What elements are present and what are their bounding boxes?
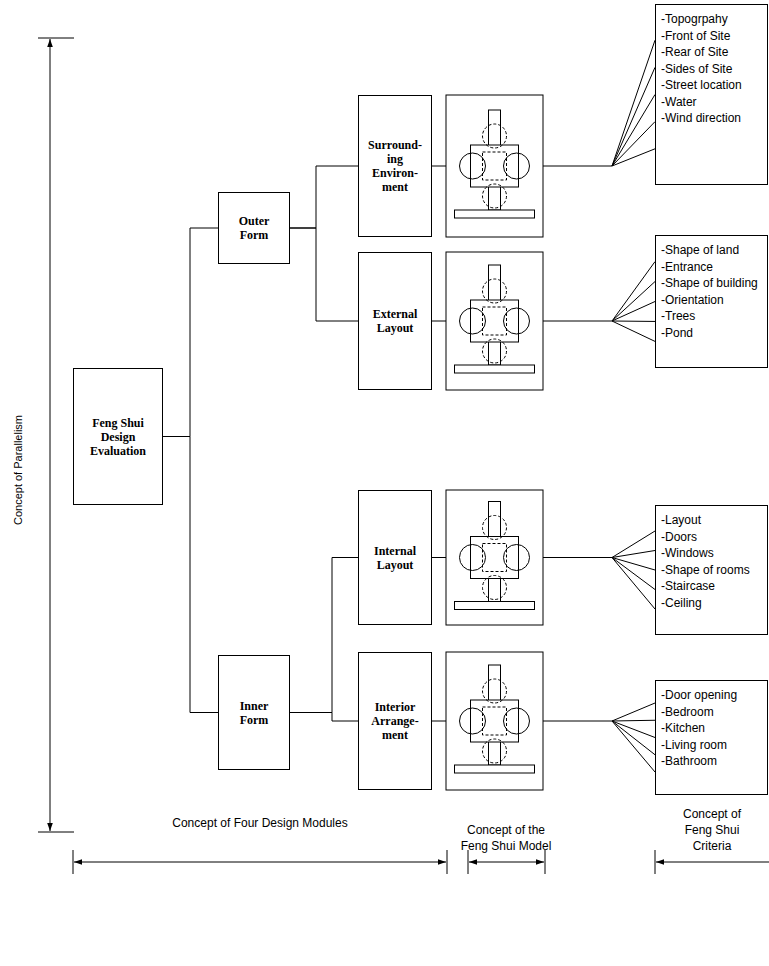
fan-line: [612, 531, 655, 558]
criteria-item: -Ceiling: [661, 595, 705, 612]
dimension-arrow: [469, 862, 544, 863]
connector: [163, 228, 218, 437]
fan-line: [612, 67, 655, 166]
box-label: Outer Form: [226, 214, 282, 242]
connector: [163, 437, 218, 713]
dimension-tick: [545, 850, 546, 874]
connector: [290, 228, 358, 321]
criteria-item: -Topogrpahy: [661, 11, 731, 28]
model-box: [446, 95, 543, 237]
criteria-item: -Bedroom: [661, 704, 717, 721]
criteria-item: -Water: [661, 94, 700, 111]
dimension-tick: [468, 850, 469, 874]
criteria-box: -Door opening-Bedroom-Kitchen-Living roo…: [655, 680, 768, 795]
fan-line: [612, 720, 655, 722]
model-box: [446, 252, 543, 390]
criteria-item: -Shape of rooms: [661, 562, 750, 579]
axis-label: Concept of Parallelism: [10, 370, 26, 570]
form-box: Inner Form: [218, 655, 290, 770]
fan-line: [612, 721, 655, 772]
criteria-item: -Street location: [661, 77, 742, 94]
fan-line: [612, 122, 655, 166]
dimension-tick: [73, 850, 74, 874]
box-label: Feng Shui Design Evaluation: [85, 416, 151, 458]
dimension-label: Concept of Four Design Modules: [110, 815, 410, 831]
fan-line: [612, 321, 655, 341]
fan-line: [612, 558, 655, 610]
dimension-label: Concept of Feng Shui Criteria: [672, 806, 752, 854]
box-label: External Layout: [364, 307, 426, 335]
form-box: Outer Form: [218, 192, 290, 264]
criteria-item: -Entrance: [661, 259, 716, 276]
criteria-item: -Layout: [661, 512, 704, 529]
connector: [290, 166, 358, 228]
model-box: [446, 652, 543, 790]
module-box: Surround- ing Environ- ment: [358, 95, 432, 237]
criteria-item: -Doors: [661, 529, 700, 546]
dimension-tick: [38, 38, 74, 39]
criteria-item: -Orientation: [661, 292, 727, 309]
criteria-box: -Shape of land-Entrance-Shape of buildin…: [655, 235, 768, 368]
dimension-tick: [655, 850, 656, 874]
criteria-item: -Shape of building: [661, 275, 758, 292]
fan-line: [612, 262, 655, 321]
feng-shui-model-symbol: [455, 665, 535, 773]
module-box: Internal Layout: [358, 490, 432, 625]
fan-line: [612, 149, 655, 166]
connector: [290, 558, 358, 713]
criteria-item: -Staircase: [661, 578, 718, 595]
criteria-item: -Bathroom: [661, 753, 720, 770]
fan-line: [612, 40, 655, 166]
box-label: Surround- ing Environ- ment: [364, 138, 426, 194]
dimension-arrow: [656, 862, 769, 863]
dimension-label: Concept of the Feng Shui Model: [458, 822, 554, 854]
module-box: Interior Arrange- ment: [358, 652, 432, 790]
criteria-item: -Living room: [661, 737, 727, 754]
dimension-arrow: [50, 39, 51, 831]
dimension-tick: [38, 832, 74, 833]
dimension-arrow: [74, 862, 446, 863]
criteria-item: -Wind direction: [661, 110, 741, 127]
box-label: Interior Arrange- ment: [364, 700, 426, 742]
criteria-item: -Shape of land: [661, 242, 739, 259]
box-label: Inner Form: [226, 699, 282, 727]
criteria-box: -Topogrpahy-Front of Site-Rear of Site-S…: [655, 4, 768, 185]
feng-shui-model-symbol: [455, 110, 535, 218]
dimension-tick: [447, 850, 448, 874]
root-box: Feng Shui Design Evaluation: [73, 368, 163, 505]
criteria-item: -Trees: [661, 308, 698, 325]
criteria-box: -Layout-Doors-Windows-Shape of rooms-Sta…: [655, 505, 768, 635]
criteria-item: -Door opening: [661, 687, 737, 704]
module-box: External Layout: [358, 252, 432, 390]
criteria-item: -Kitchen: [661, 720, 708, 737]
fan-line: [612, 551, 655, 558]
criteria-item: -Rear of Site: [661, 44, 728, 61]
criteria-item: -Pond: [661, 325, 696, 342]
fan-line: [612, 703, 655, 721]
criteria-item: -Sides of Site: [661, 61, 732, 78]
model-box: [446, 490, 543, 625]
feng-shui-model-symbol: [455, 265, 535, 373]
box-label: Internal Layout: [364, 544, 426, 572]
criteria-item: -Windows: [661, 545, 717, 562]
fan-line: [612, 282, 655, 321]
fan-line: [612, 558, 655, 590]
fan-line: [612, 721, 655, 755]
feng-shui-model-symbol: [455, 502, 535, 610]
criteria-item: -Front of Site: [661, 28, 730, 45]
fan-line: [612, 321, 655, 322]
connector: [290, 713, 358, 722]
